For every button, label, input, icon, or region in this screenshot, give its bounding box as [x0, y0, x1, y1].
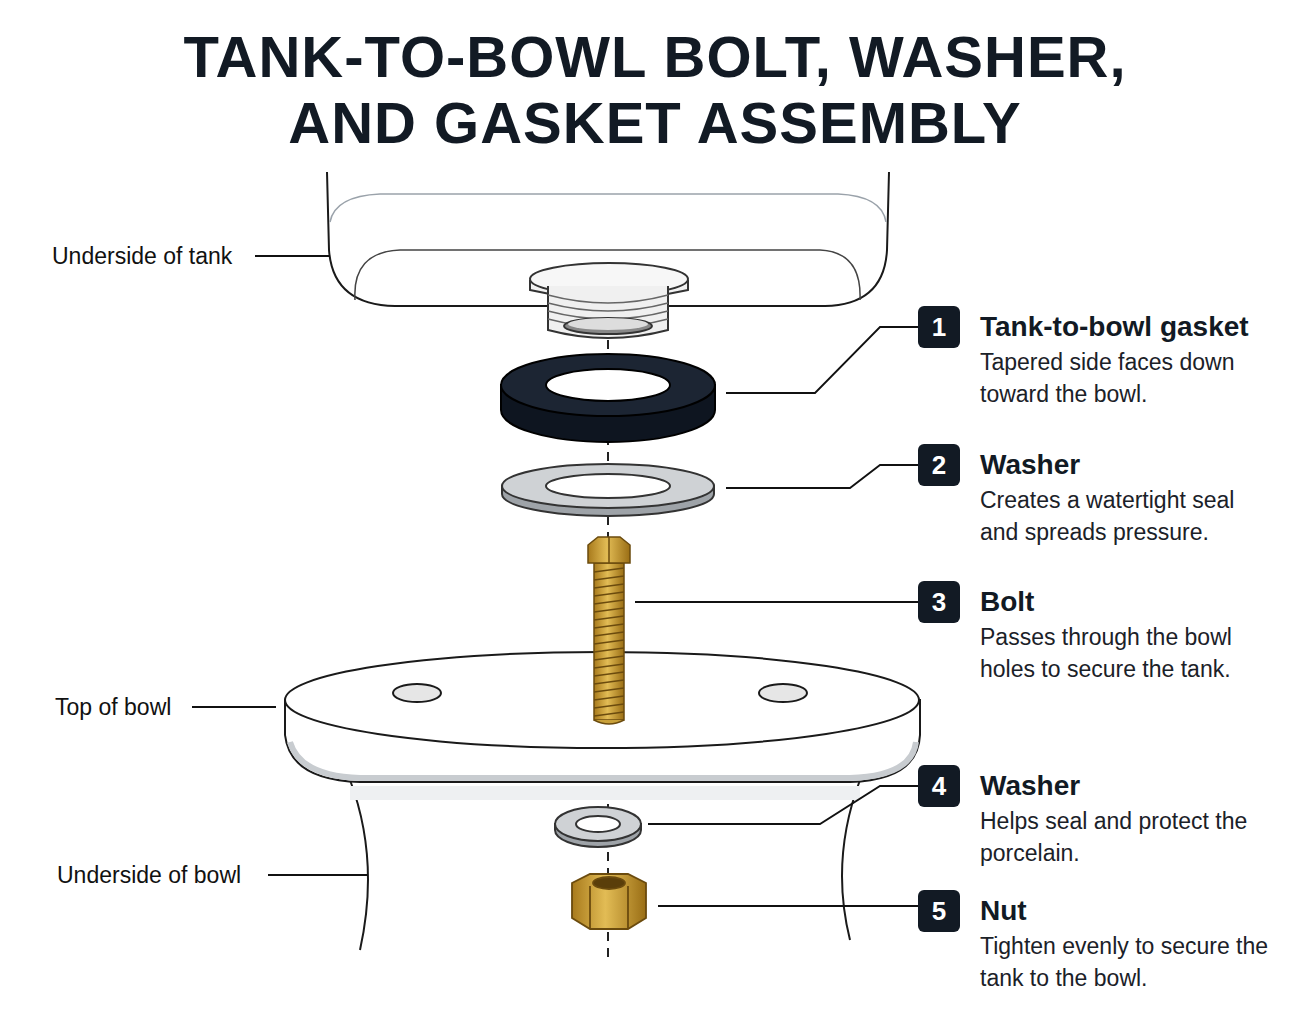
callout-badge: 2WasherCreates a watertight seal and spr… [918, 444, 960, 486]
callout-badge: 4WasherHelps seal and protect the porcel… [918, 765, 960, 807]
tank-spud [530, 263, 688, 338]
callout-number: 2 [918, 444, 960, 486]
callout-heading: Tank-to-bowl gasket [980, 306, 1249, 348]
callout-heading: Bolt [980, 581, 1034, 623]
callout-badge: 5NutTighten evenly to secure the tank to… [918, 890, 960, 932]
tank [327, 172, 889, 306]
callout-description: Tapered side faces down toward the bowl. [980, 346, 1270, 410]
leader-line [192, 256, 918, 906]
washer [502, 464, 714, 516]
callout-description: Helps seal and protect the porcelain. [980, 805, 1270, 869]
callout-description: Creates a watertight seal and spreads pr… [980, 484, 1270, 548]
part-label: Underside of tank [52, 242, 232, 270]
bolt [588, 537, 630, 724]
callout-heading: Washer [980, 444, 1080, 486]
callout-number: 1 [918, 306, 960, 348]
nut [572, 874, 646, 929]
callout-heading: Washer [980, 765, 1080, 807]
callout-heading: Nut [980, 890, 1027, 932]
callout-badge: 3BoltPasses through the bowl holes to se… [918, 581, 960, 623]
washer [555, 807, 641, 847]
part-label: Top of bowl [55, 693, 171, 721]
callout-description: Passes through the bowl holes to secure … [980, 621, 1270, 685]
callout-description: Tighten evenly to secure the tank to the… [980, 930, 1270, 994]
callout-number: 4 [918, 765, 960, 807]
callout-number: 5 [918, 890, 960, 932]
diagram-title: TANK-TO-BOWL BOLT, WASHER, AND GASKET AS… [150, 24, 1160, 156]
part-label: Underside of bowl [57, 861, 241, 889]
gasket [501, 354, 715, 442]
callout-number: 3 [918, 581, 960, 623]
callout-badge: 1Tank-to-bowl gasketTapered side faces d… [918, 306, 960, 348]
